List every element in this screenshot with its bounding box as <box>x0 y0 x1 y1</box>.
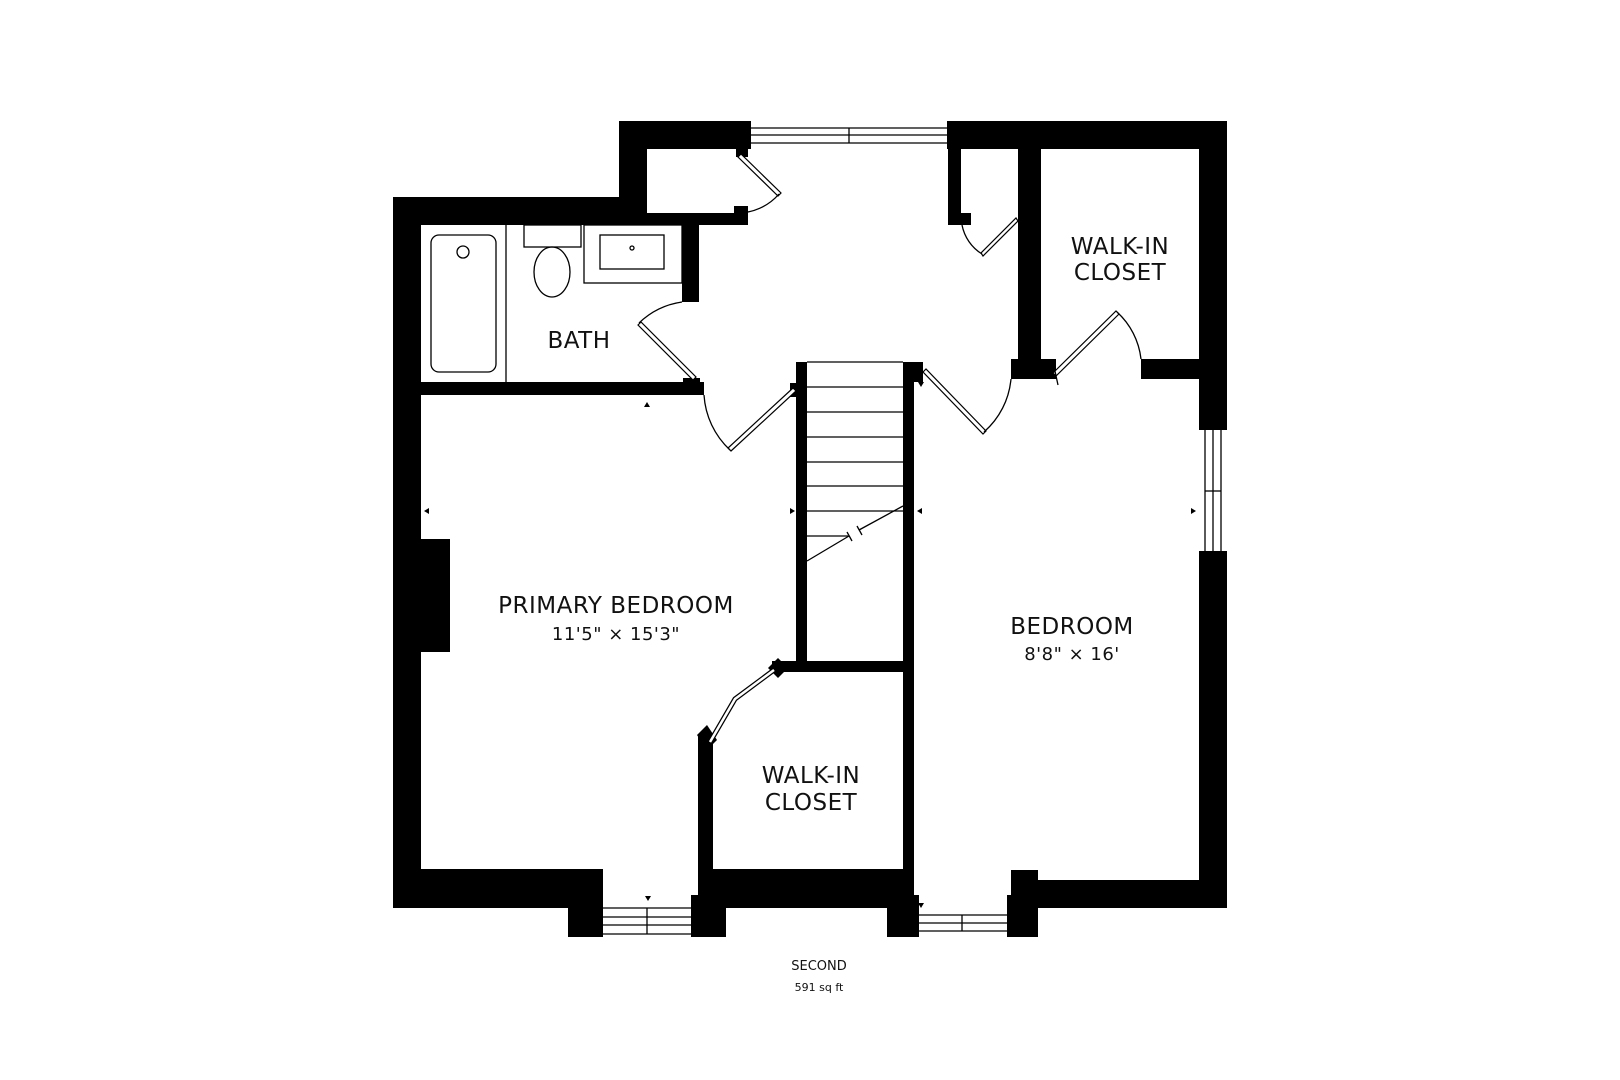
floor-name: SECOND <box>791 959 847 974</box>
room-labels: BATH WALK-IN CLOSET PRIMARY BEDROOM 11'5… <box>498 234 1169 816</box>
walkin-bottom-wall <box>1141 359 1199 379</box>
window-post <box>568 895 603 937</box>
bath-door-jamb <box>683 378 700 384</box>
walls <box>393 121 1227 937</box>
bath-fixtures <box>430 224 683 382</box>
door-bath <box>637 301 697 381</box>
sink <box>599 234 665 270</box>
fireplace <box>420 539 450 652</box>
bath-label: BATH <box>547 328 610 354</box>
linen-closet-jamb-top <box>736 149 748 157</box>
door-bedroom <box>922 368 1012 435</box>
hall-closet-wall <box>948 149 961 225</box>
walkin-divider-foot <box>1011 359 1056 379</box>
stair-left-wall <box>796 362 807 672</box>
wall-top-left-wing <box>393 197 647 225</box>
bathtub <box>430 234 497 373</box>
floor-caption: SECOND 591 sq ft <box>791 959 847 994</box>
door-hall-closet <box>961 217 1019 257</box>
lower-closet-left-wall <box>698 735 713 908</box>
vanity <box>583 224 683 284</box>
lower-closet-top-wall <box>772 661 914 672</box>
primary-bedroom-dimensions: 11'5" × 15'3" <box>552 624 680 645</box>
walkin-closet-upper-label-2: CLOSET <box>1074 260 1167 286</box>
window-bottom-left <box>603 907 691 935</box>
toilet-tank <box>523 224 582 248</box>
walkin-closet-lower-label-2: CLOSET <box>765 790 858 816</box>
primary-bedroom-label: PRIMARY BEDROOM <box>498 593 734 619</box>
wall-bottom-mid <box>698 869 914 908</box>
lower-closet-door-post-bottom <box>697 725 717 750</box>
wall-top-left <box>619 121 751 149</box>
sink-drain <box>629 245 635 251</box>
bathtub-drain <box>456 245 470 259</box>
walkin-divider <box>1018 149 1041 379</box>
floor-area: 591 sq ft <box>795 981 844 994</box>
bath-right-wall <box>682 225 699 302</box>
linen-closet-jamb <box>734 206 748 225</box>
door-linen-closet <box>735 153 782 214</box>
window-post <box>1007 895 1038 937</box>
walkin-closet-upper-label-1: WALK-IN <box>1071 234 1170 260</box>
wall-right-upper <box>1199 121 1227 430</box>
wall-top-right <box>947 121 1227 149</box>
window-bottom-right <box>919 914 1007 932</box>
dimension-markers <box>424 382 1196 908</box>
bedroom-dimensions: 8'8" × 16' <box>1024 644 1120 665</box>
wall-left <box>393 197 421 908</box>
door-walkin-lower-bifold <box>707 667 776 744</box>
windows <box>603 127 1222 935</box>
stair-right-wall <box>903 362 914 908</box>
doors <box>637 153 1142 744</box>
window-post <box>691 895 726 937</box>
staircase <box>806 361 904 562</box>
door-primary-bedroom <box>703 387 797 452</box>
wall-right-lower <box>1199 551 1227 908</box>
hall-closet-jamb <box>948 213 971 225</box>
window-post <box>887 895 919 937</box>
linen-closet-wall <box>647 213 747 225</box>
stair-break-line <box>806 535 850 562</box>
wall-bottom-right <box>1030 880 1227 908</box>
toilet-bowl <box>533 246 571 298</box>
stair-right-jamb <box>903 362 923 382</box>
window-right <box>1204 430 1222 551</box>
walkin-closet-lower-label-1: WALK-IN <box>762 763 861 789</box>
door-walkin-upper <box>1052 310 1142 386</box>
bedroom-label: BEDROOM <box>1010 614 1134 640</box>
window-top <box>751 127 947 144</box>
bath-bottom-wall <box>421 382 704 395</box>
